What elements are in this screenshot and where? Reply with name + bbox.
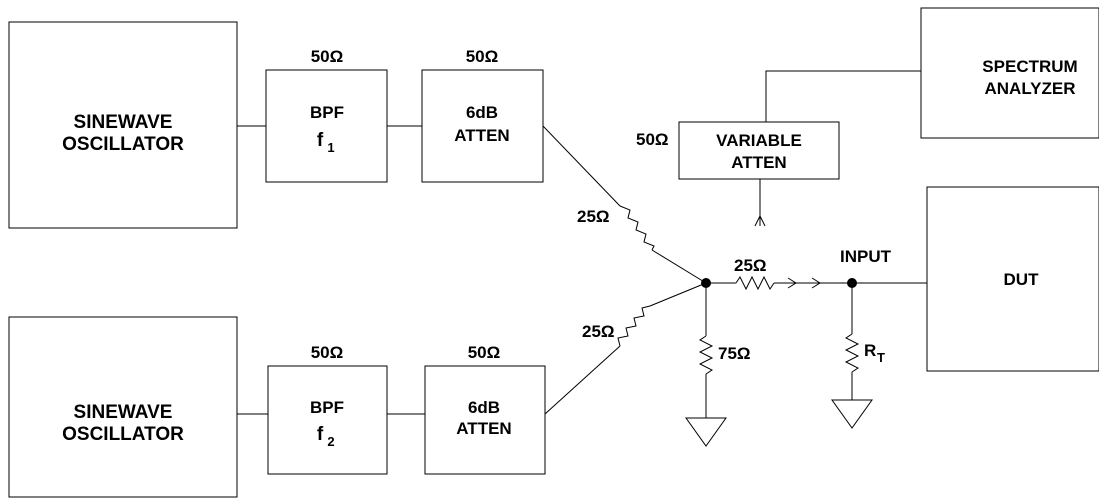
resistor-termination: R T [844, 283, 885, 400]
ground-icon [685, 417, 727, 447]
probe-arrow-icon [811, 277, 821, 289]
input-label: INPUT [840, 247, 892, 266]
oscillator-1: SINEWAVE OSCILLATOR [8, 21, 238, 229]
oscillator-1-label-1: SINEWAVE [74, 112, 173, 133]
probe-arrow-icon [787, 277, 797, 289]
bpf-1-freq: f [317, 130, 324, 151]
bpf-1-label: BPF [310, 103, 344, 122]
attenuator-1: 50Ω 6dB ATTEN [421, 47, 544, 183]
oscillator-1-label-2: OSCILLATOR [62, 134, 184, 155]
resistor-termination-label: R [864, 341, 876, 360]
bandpass-filter-1: 50Ω BPF f 1 [265, 47, 388, 183]
resistor-shunt-75: 75Ω [698, 283, 751, 418]
oscillator-2-label-2: OSCILLATOR [62, 424, 184, 445]
wire-var-atten-analyzer [765, 70, 921, 122]
variable-attenuator: 50Ω VARIABLE ATTEN [636, 121, 840, 180]
spectrum-analyzer: SPECTRUM ANALYZER [920, 7, 1099, 139]
resistor-series-label: 25Ω [734, 256, 767, 275]
device-under-test: DUT [926, 186, 1099, 372]
atten-1-label-1: 6dB [466, 103, 498, 122]
resistor-shunt-label: 75Ω [718, 344, 751, 363]
atten-2-label-1: 6dB [468, 398, 500, 417]
var-atten-label-1: VARIABLE [716, 131, 802, 150]
atten-2-impedance: 50Ω [468, 343, 501, 362]
bpf-1-impedance: 50Ω [311, 47, 344, 66]
bpf-2-impedance: 50Ω [311, 343, 344, 362]
bpf-2-freq-sub: 2 [327, 434, 334, 449]
spectrum-analyzer-label-2: ANALYZER [985, 79, 1076, 98]
resistor-lower-25: 25Ω [544, 282, 707, 415]
bpf-2-label: BPF [310, 398, 344, 417]
bandpass-filter-2: 50Ω BPF f 2 [267, 343, 388, 475]
var-atten-label-2: ATTEN [731, 153, 786, 172]
probe-tip-icon [754, 214, 766, 227]
resistor-upper-25: 25Ω [542, 125, 707, 284]
atten-1-impedance: 50Ω [466, 47, 499, 66]
var-atten-impedance: 50Ω [636, 130, 669, 149]
resistor-upper-label: 25Ω [577, 207, 610, 226]
resistor-series-25: 25Ω [706, 256, 852, 291]
bpf-1-freq-sub: 1 [327, 140, 334, 155]
resistor-lower-label: 25Ω [582, 322, 615, 341]
oscillator-2-label-1: SINEWAVE [74, 402, 173, 423]
dut-label: DUT [1004, 270, 1040, 289]
ground-icon [831, 399, 873, 429]
atten-1-label-2: ATTEN [454, 126, 509, 145]
spectrum-analyzer-label-1: SPECTRUM [982, 57, 1077, 76]
attenuator-2: 50Ω 6dB ATTEN [424, 343, 546, 475]
atten-2-label-2: ATTEN [456, 419, 511, 438]
oscillator-2: SINEWAVE OSCILLATOR [8, 316, 238, 498]
bpf-2-freq: f [317, 424, 324, 445]
resistor-termination-sub: T [877, 350, 885, 365]
